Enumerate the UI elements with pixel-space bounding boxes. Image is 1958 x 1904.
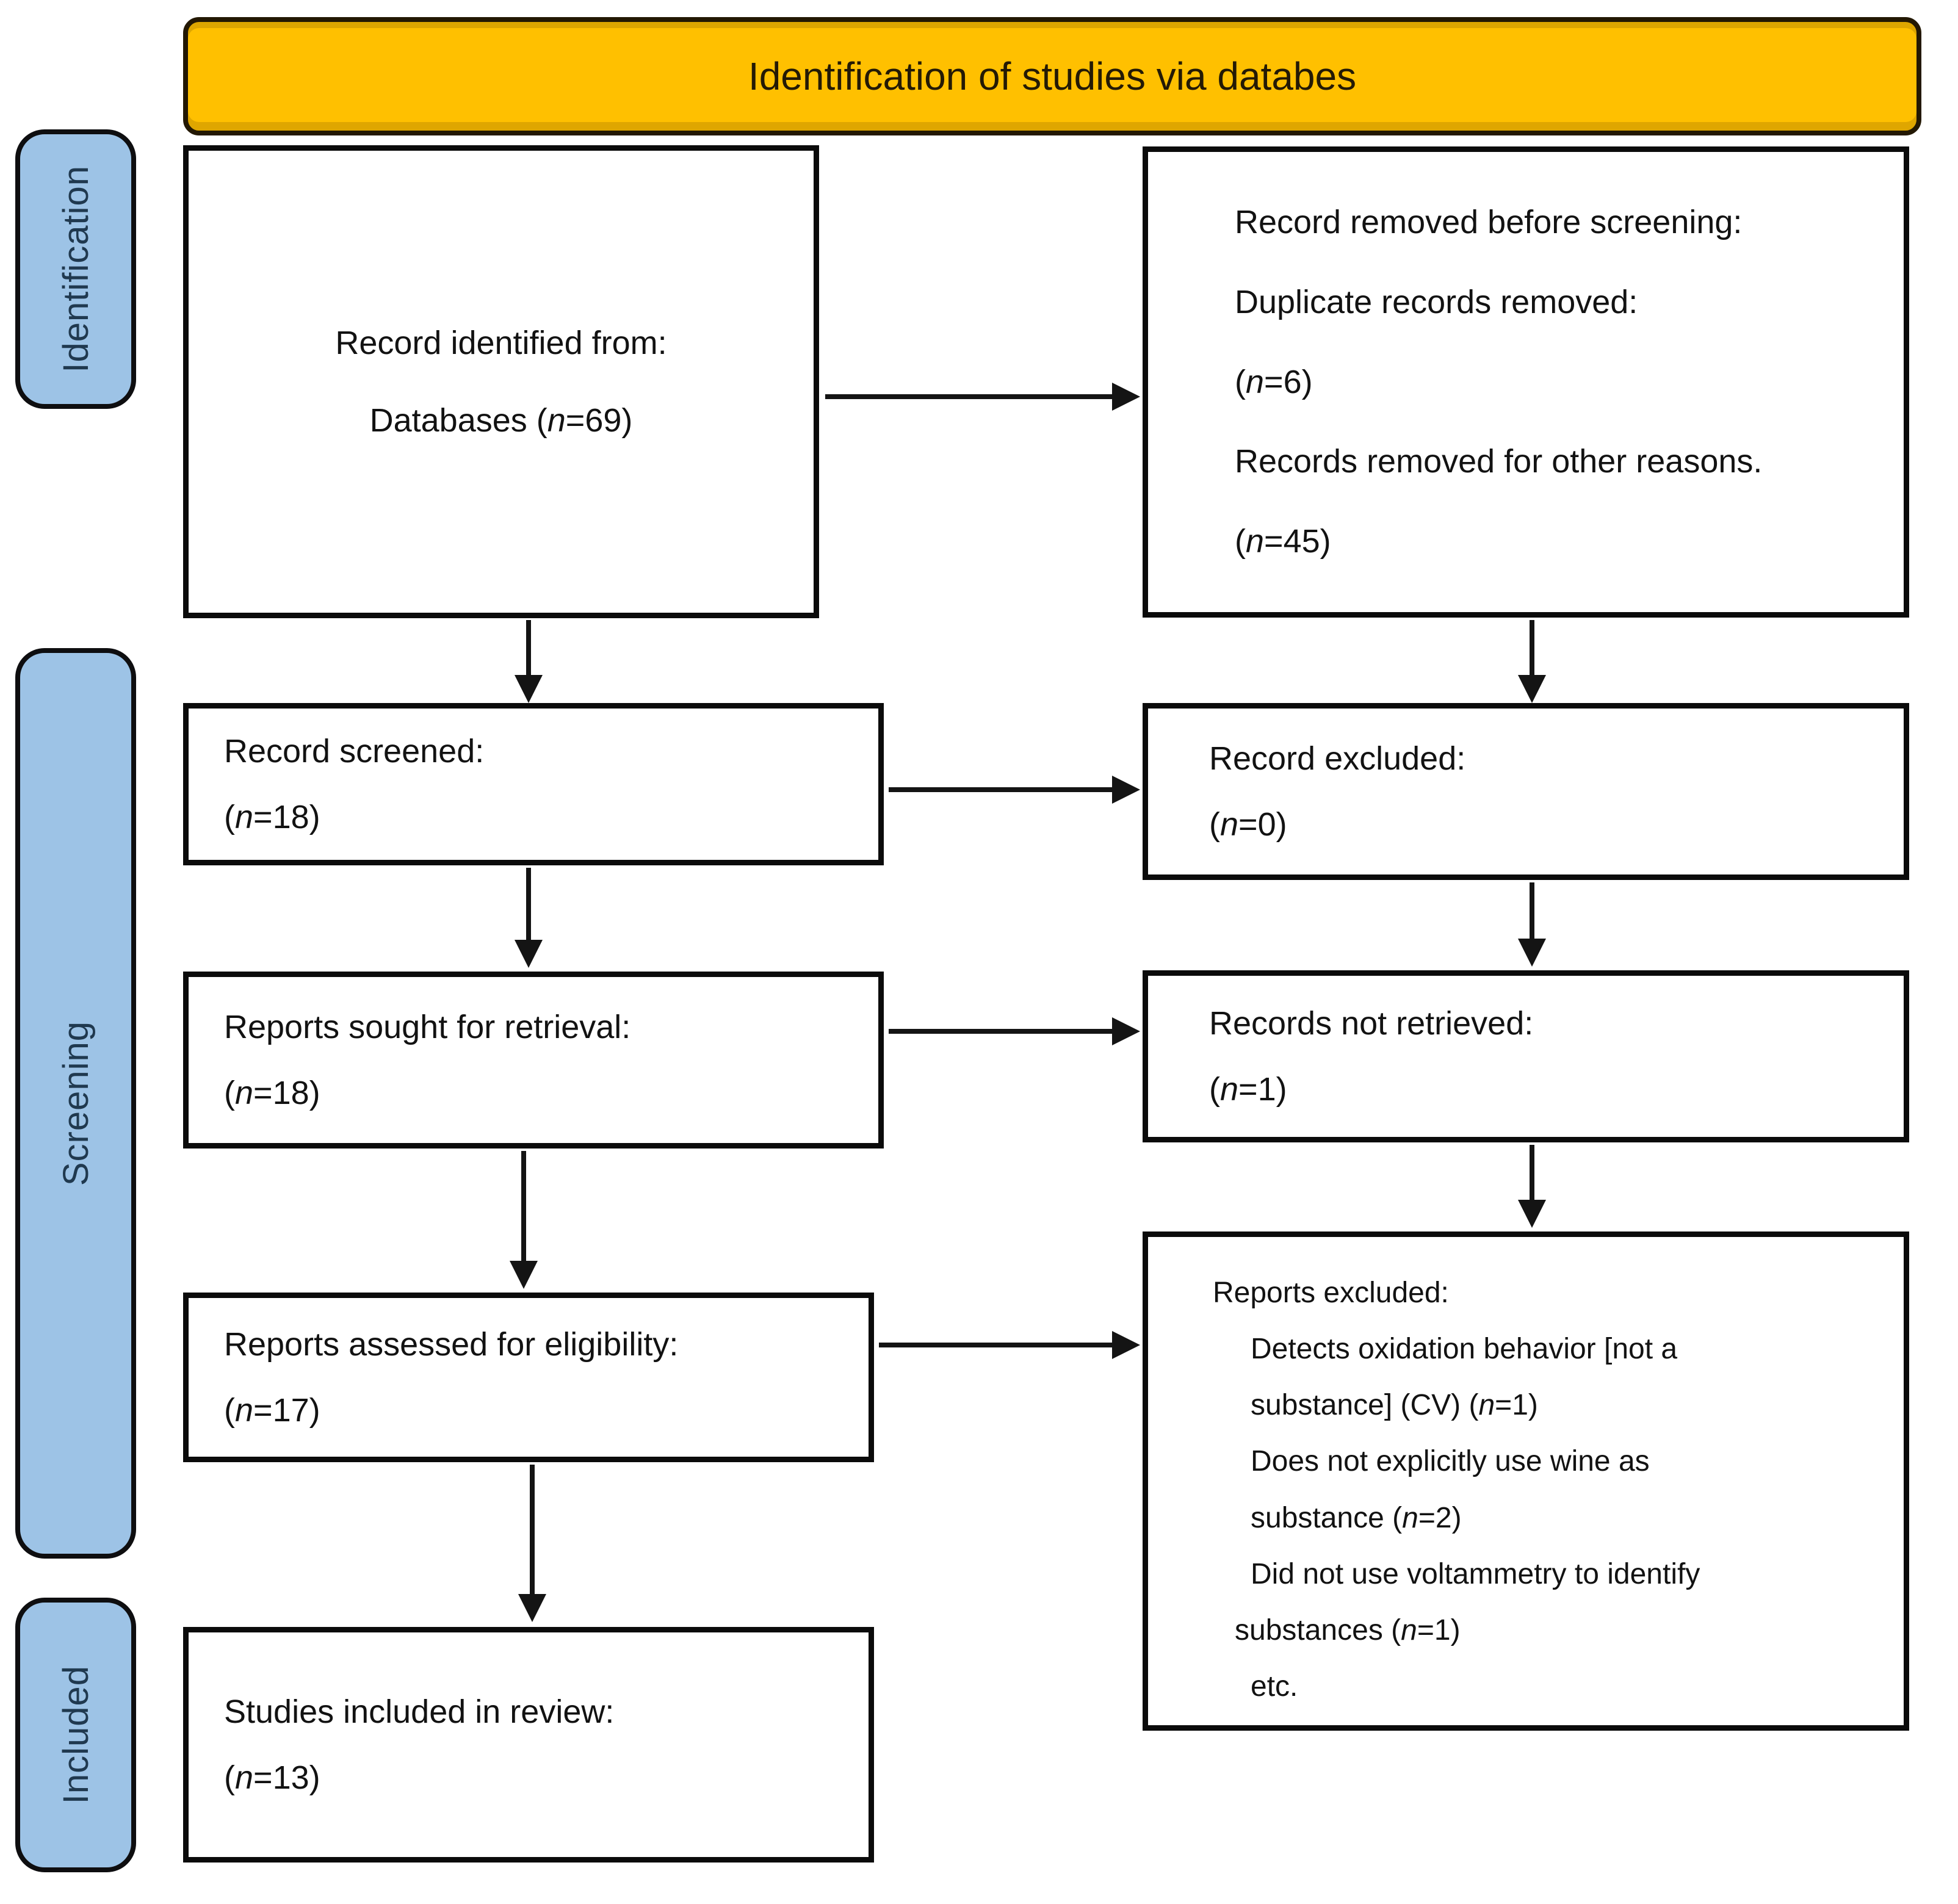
stage-label-screening: Screening bbox=[15, 648, 136, 1559]
arrow-line bbox=[1530, 882, 1534, 939]
box-records-not-retrieved-line-1: Records not retrieved: bbox=[1209, 1005, 1534, 1042]
box-records-removed-line-4: Records removed for other reasons. bbox=[1235, 443, 1763, 480]
arrow-identified-to-screened bbox=[515, 620, 543, 703]
arrow-line bbox=[1530, 620, 1534, 675]
box-reports-excluded-line-2: Detects oxidation behavior [not a bbox=[1251, 1333, 1678, 1366]
arrow-head-right-icon bbox=[1112, 776, 1140, 804]
arrow-head-down-icon bbox=[1518, 939, 1546, 967]
stage-label-included: Included bbox=[15, 1598, 136, 1872]
box-records-screened-line-2: (n=18) bbox=[224, 799, 320, 835]
box-records-excluded-line-1: Record excluded: bbox=[1209, 740, 1466, 777]
box-reports-excluded-line-8: etc. bbox=[1251, 1670, 1298, 1703]
arrow-head-down-icon bbox=[515, 940, 543, 968]
arrow-head-down-icon bbox=[510, 1261, 538, 1289]
arrow-screened-to-excluded bbox=[889, 776, 1140, 804]
box-reports-excluded-line-1: Reports excluded: bbox=[1213, 1277, 1449, 1309]
arrow-head-down-icon bbox=[1518, 1200, 1546, 1228]
box-records-removed-line-5: (n=45) bbox=[1235, 523, 1331, 560]
diagram-title-banner: Identification of studies via databes bbox=[183, 17, 1921, 135]
arrow-line bbox=[526, 620, 531, 675]
box-reports-sought-line-1: Reports sought for retrieval: bbox=[224, 1009, 631, 1045]
box-records-not-retrieved-line-2: (n=1) bbox=[1209, 1071, 1287, 1108]
stage-label-included-text: Included bbox=[56, 1665, 96, 1805]
arrow-not-retrieved-to-reports-excluded bbox=[1518, 1145, 1546, 1228]
box-records-removed-before-screening: Record removed before screening: Duplica… bbox=[1143, 146, 1909, 618]
box-records-removed-line-2: Duplicate records removed: bbox=[1235, 283, 1638, 320]
arrow-assessed-to-included bbox=[518, 1465, 546, 1622]
arrow-sought-to-not-retrieved bbox=[889, 1017, 1140, 1045]
arrow-removed-to-excluded bbox=[1518, 620, 1546, 703]
stage-label-identification: Identification bbox=[15, 129, 136, 409]
arrow-line bbox=[879, 1343, 1112, 1347]
arrow-head-right-icon bbox=[1112, 1331, 1140, 1359]
box-records-identified-line-2: Databases (n=69) bbox=[369, 402, 633, 439]
arrow-line bbox=[889, 1029, 1112, 1034]
box-reports-assessed-line-2: (n=17) bbox=[224, 1392, 320, 1429]
box-reports-excluded-line-6: Did not use voltammetry to identify bbox=[1251, 1557, 1700, 1590]
box-reports-excluded-line-7: substances (n=1) bbox=[1235, 1614, 1461, 1646]
box-records-screened-line-1: Record screened: bbox=[224, 733, 485, 770]
box-reports-sought: Reports sought for retrieval: (n=18) bbox=[183, 972, 884, 1149]
arrow-line bbox=[889, 787, 1112, 792]
box-records-identified: Record identified from: Databases (n=69) bbox=[183, 145, 819, 618]
arrow-line bbox=[1530, 1145, 1534, 1200]
arrow-line bbox=[526, 868, 531, 940]
box-records-removed-line-3: (n=6) bbox=[1235, 363, 1313, 400]
arrow-sought-to-assessed bbox=[510, 1151, 538, 1289]
box-records-not-retrieved: Records not retrieved: (n=1) bbox=[1143, 970, 1909, 1142]
box-studies-included-line-2: (n=13) bbox=[224, 1759, 320, 1796]
arrow-head-down-icon bbox=[1518, 675, 1546, 703]
arrow-line bbox=[825, 394, 1112, 399]
box-studies-included-line-1: Studies included in review: bbox=[224, 1693, 615, 1730]
arrow-head-down-icon bbox=[515, 675, 543, 703]
arrow-head-right-icon bbox=[1112, 383, 1140, 411]
stage-label-identification-text: Identification bbox=[56, 165, 96, 373]
arrow-line bbox=[521, 1151, 526, 1261]
box-reports-excluded-line-4: Does not explicitly use wine as bbox=[1251, 1445, 1650, 1478]
diagram-title-text: Identification of studies via databes bbox=[748, 54, 1357, 98]
box-reports-excluded-line-3: substance] (CV) (n=1) bbox=[1251, 1389, 1538, 1422]
box-records-excluded-line-2: (n=0) bbox=[1209, 806, 1287, 843]
box-records-screened: Record screened: (n=18) bbox=[183, 703, 884, 865]
arrow-head-down-icon bbox=[518, 1594, 546, 1622]
box-records-removed-line-1: Record removed before screening: bbox=[1235, 204, 1743, 241]
box-reports-assessed: Reports assessed for eligibility: (n=17) bbox=[183, 1293, 874, 1462]
arrow-line bbox=[530, 1465, 535, 1594]
arrow-assessed-to-reports-excluded bbox=[879, 1331, 1140, 1359]
stage-label-screening-text: Screening bbox=[56, 1020, 96, 1186]
box-reports-sought-line-2: (n=18) bbox=[224, 1075, 320, 1111]
arrow-head-right-icon bbox=[1112, 1017, 1140, 1045]
box-records-identified-line-1: Record identified from: bbox=[335, 324, 667, 361]
arrow-identified-to-removed bbox=[825, 383, 1140, 411]
box-reports-assessed-line-1: Reports assessed for eligibility: bbox=[224, 1326, 679, 1363]
arrow-excluded-to-not-retrieved bbox=[1518, 882, 1546, 967]
box-studies-included: Studies included in review: (n=13) bbox=[183, 1627, 874, 1863]
box-reports-excluded: Reports excluded: Detects oxidation beha… bbox=[1143, 1231, 1909, 1731]
box-records-excluded: Record excluded: (n=0) bbox=[1143, 703, 1909, 880]
box-reports-excluded-line-5: substance (n=2) bbox=[1251, 1501, 1462, 1534]
arrow-screened-to-sought bbox=[515, 868, 543, 968]
